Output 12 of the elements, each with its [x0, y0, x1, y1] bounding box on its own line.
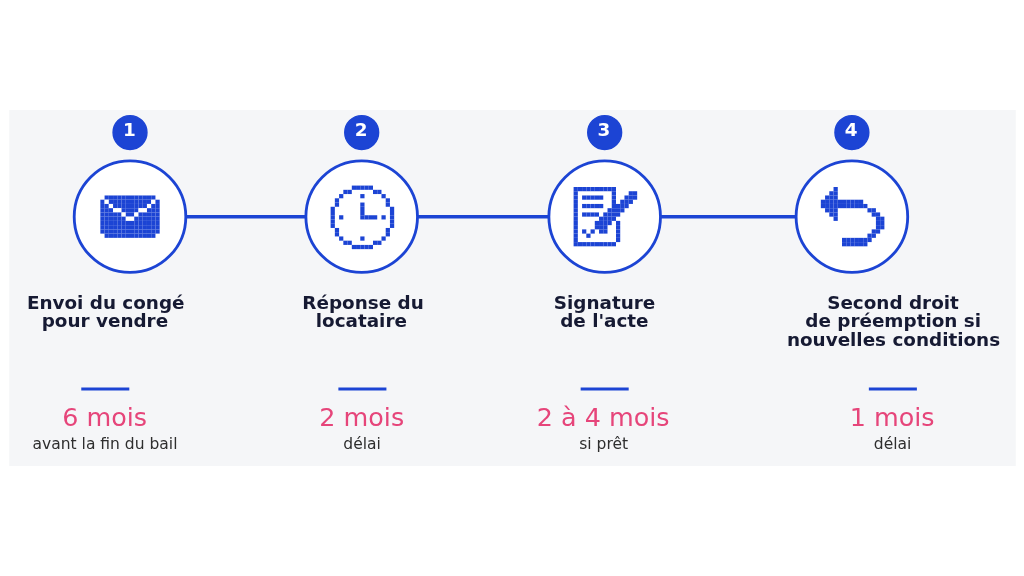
- node-label: 1 mois: [849, 402, 935, 433]
- node-label: Réponse du locataire: [301, 292, 424, 332]
- node-label: Envoi du congé pour vendre: [26, 292, 185, 332]
- node-label: Signature de l'acte: [553, 292, 655, 332]
- node-label: délai: [873, 435, 911, 454]
- node-label: avant la fin du bail: [32, 435, 177, 454]
- node-label: 2 mois: [318, 402, 404, 433]
- node-label: délai: [342, 435, 381, 454]
- node-label: si prêt: [578, 435, 628, 454]
- node-label: 6 mois: [61, 402, 147, 433]
- node-label: Second droit de préemption si nouvelles conditions: [786, 292, 1000, 350]
- node-label: 2 à 4 mois: [536, 402, 670, 433]
